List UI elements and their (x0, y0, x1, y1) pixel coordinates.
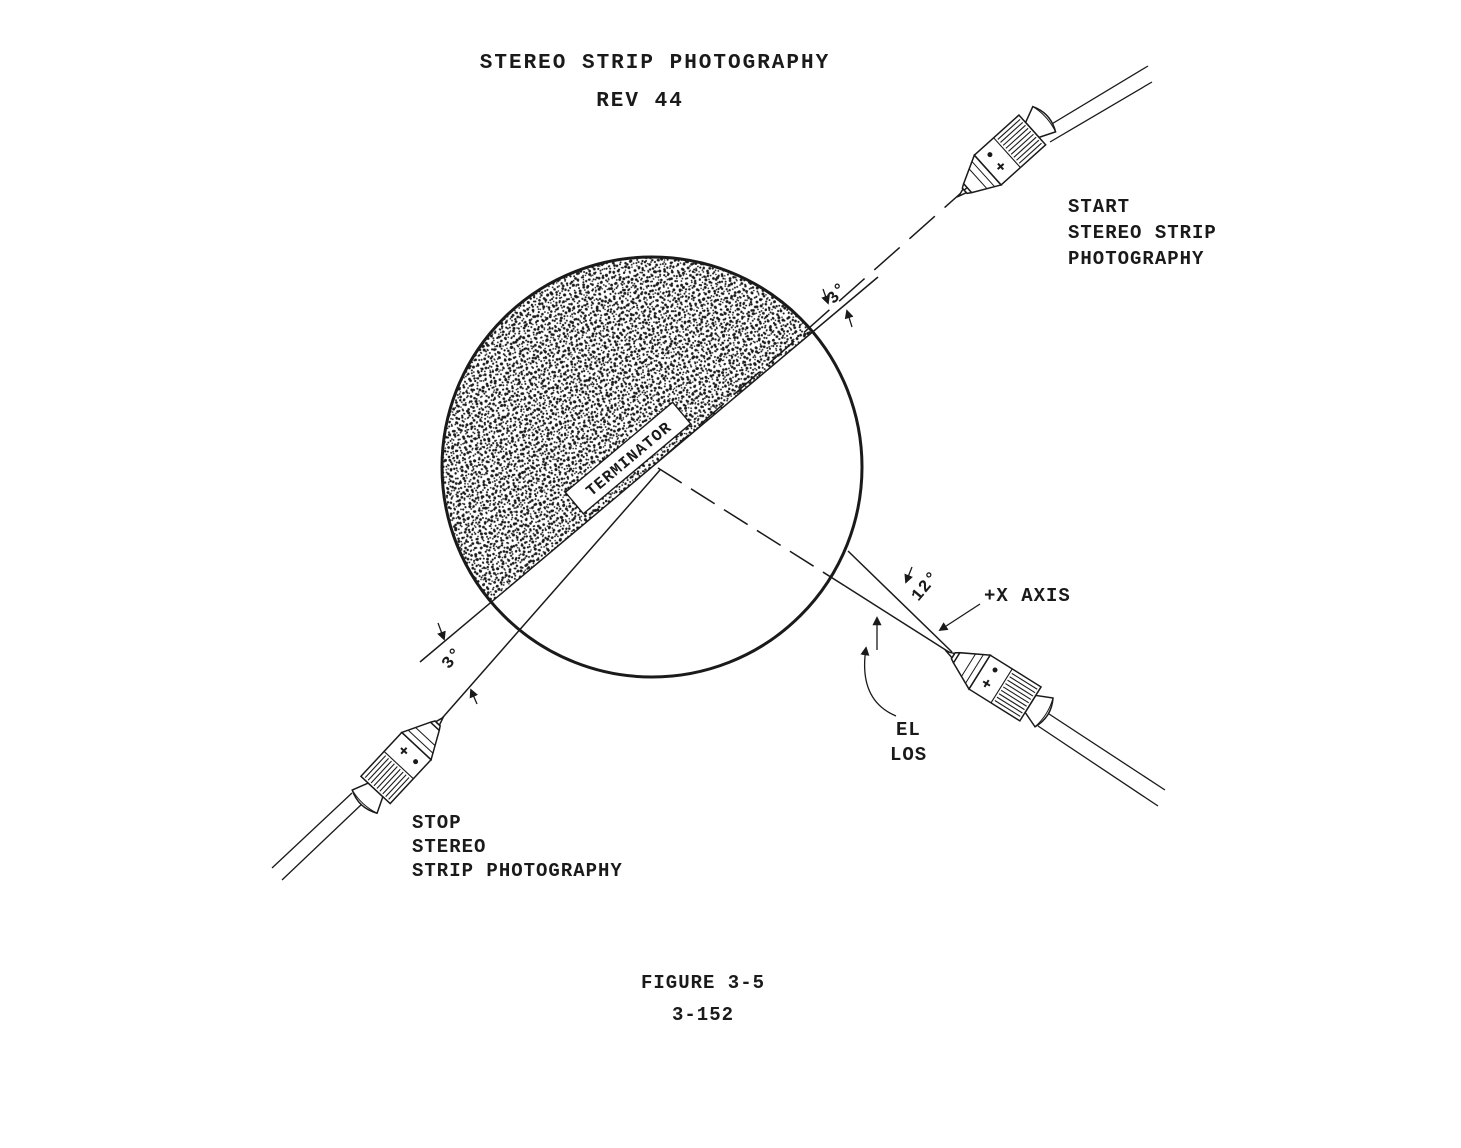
csm-el-spacecraft (934, 633, 1060, 733)
caption-figure: FIGURE 3-5 (641, 972, 765, 994)
x-axis-leader-arrow (938, 603, 981, 631)
title-line1: STEREO STRIP PHOTOGRAPHY (480, 52, 830, 75)
csm-stop-spacecraft (345, 702, 459, 820)
start-angle-label: 3° (824, 279, 853, 308)
el-los-dashed-line (657, 467, 846, 587)
csm-start-spacecraft (944, 100, 1062, 213)
stop-los-line (436, 469, 661, 725)
caption-page: 3-152 (672, 1004, 734, 1026)
start-trail-line-2 (1049, 81, 1153, 143)
stop-angle-arrow-upper (437, 622, 446, 641)
stop-label-line1: STOP (412, 812, 462, 834)
el-trail-line-2 (1037, 725, 1159, 807)
title-line2: REV 44 (596, 90, 684, 113)
stop-trail-line-2 (271, 792, 353, 869)
stop-label-line2: STEREO (412, 836, 486, 858)
stop-trail-line-1 (281, 802, 364, 881)
el-los-solid-line (844, 585, 953, 655)
x-axis-label: +X AXIS (984, 585, 1071, 607)
stop-label-line3: STRIP PHOTOGRAPHY (412, 860, 623, 882)
start-label-line1: START (1068, 196, 1130, 218)
los-label: LOS (890, 744, 927, 766)
el-angle-arrow-upper (904, 566, 913, 584)
start-los-line (657, 184, 971, 463)
el-label: EL (896, 719, 921, 741)
stop-angle-arrow-lower (469, 688, 479, 705)
start-angle-arrow-upper (821, 288, 830, 305)
start-trail-line-1 (1044, 65, 1149, 129)
moon-disc (440, 255, 864, 679)
x-axis-line (847, 550, 953, 653)
stop-angle-label: 3° (439, 644, 468, 673)
el-leader-arc (860, 646, 897, 717)
el-trail-line-1 (1045, 711, 1166, 791)
moon-shadow-region-texture (441, 256, 813, 602)
terminator-label-box (564, 401, 692, 515)
start-label-line3: PHOTOGRAPHY (1068, 248, 1204, 270)
start-label-line2: STEREO STRIP (1068, 222, 1217, 244)
start-angle-arrow-lower (844, 309, 854, 328)
terminator-line (419, 276, 879, 663)
el-angle-label: 12° (908, 568, 944, 606)
